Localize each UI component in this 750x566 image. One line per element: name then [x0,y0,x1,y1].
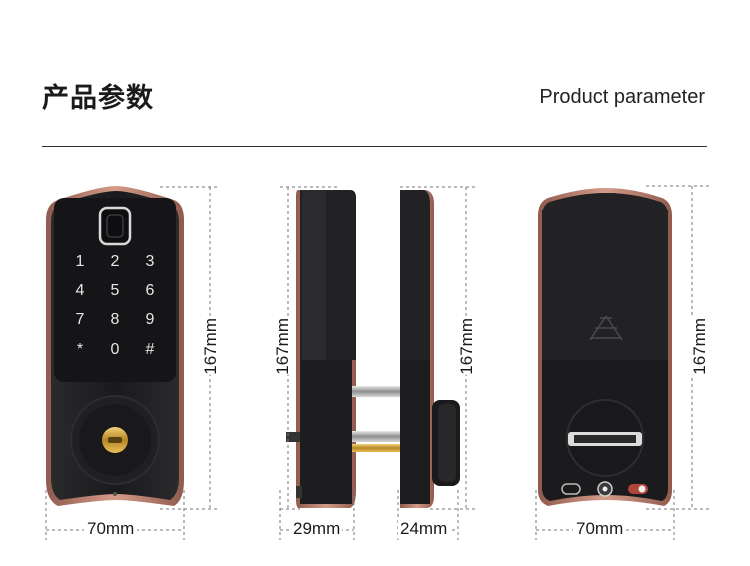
key-4: 4 [76,282,85,299]
back-view [538,188,672,506]
front-width-label: 70mm [84,519,138,539]
side-view-inner [400,190,460,508]
page-title: 产品参数 [42,83,154,114]
back-height-label: 167mm [690,318,710,375]
header-divider [42,146,707,147]
side-view-outer [286,190,400,508]
cover-triangle-icon [589,315,623,341]
key-6: 6 [146,282,155,299]
side-depth-inner-label: 24mm [398,519,450,539]
key-8: 8 [111,311,120,328]
bolt-brass [352,444,400,452]
back-width-label: 70mm [573,519,627,539]
key-1: 1 [76,253,85,270]
key-3: 3 [146,253,155,270]
front-view [46,186,184,506]
page-subtitle: Product parameter [539,86,705,108]
side-depth-outer-label: 29mm [291,519,343,539]
key-2: 2 [111,253,120,270]
reset-button[interactable] [561,483,581,495]
fingerprint-sensor-icon [98,206,132,246]
key-star: * [77,341,83,358]
side-inner-height-label: 167mm [457,318,477,375]
bolt-upper [352,386,400,397]
key-hash: # [146,341,155,358]
keypad-panel [54,198,176,382]
battery-cover [542,210,668,360]
key-7: 7 [76,311,85,328]
side-height-label: 167mm [273,318,293,375]
key-0: 0 [111,341,120,358]
bolt-lower [352,431,400,442]
key-5: 5 [111,282,120,299]
key-9: 9 [146,311,155,328]
front-height-label: 167mm [201,318,221,375]
